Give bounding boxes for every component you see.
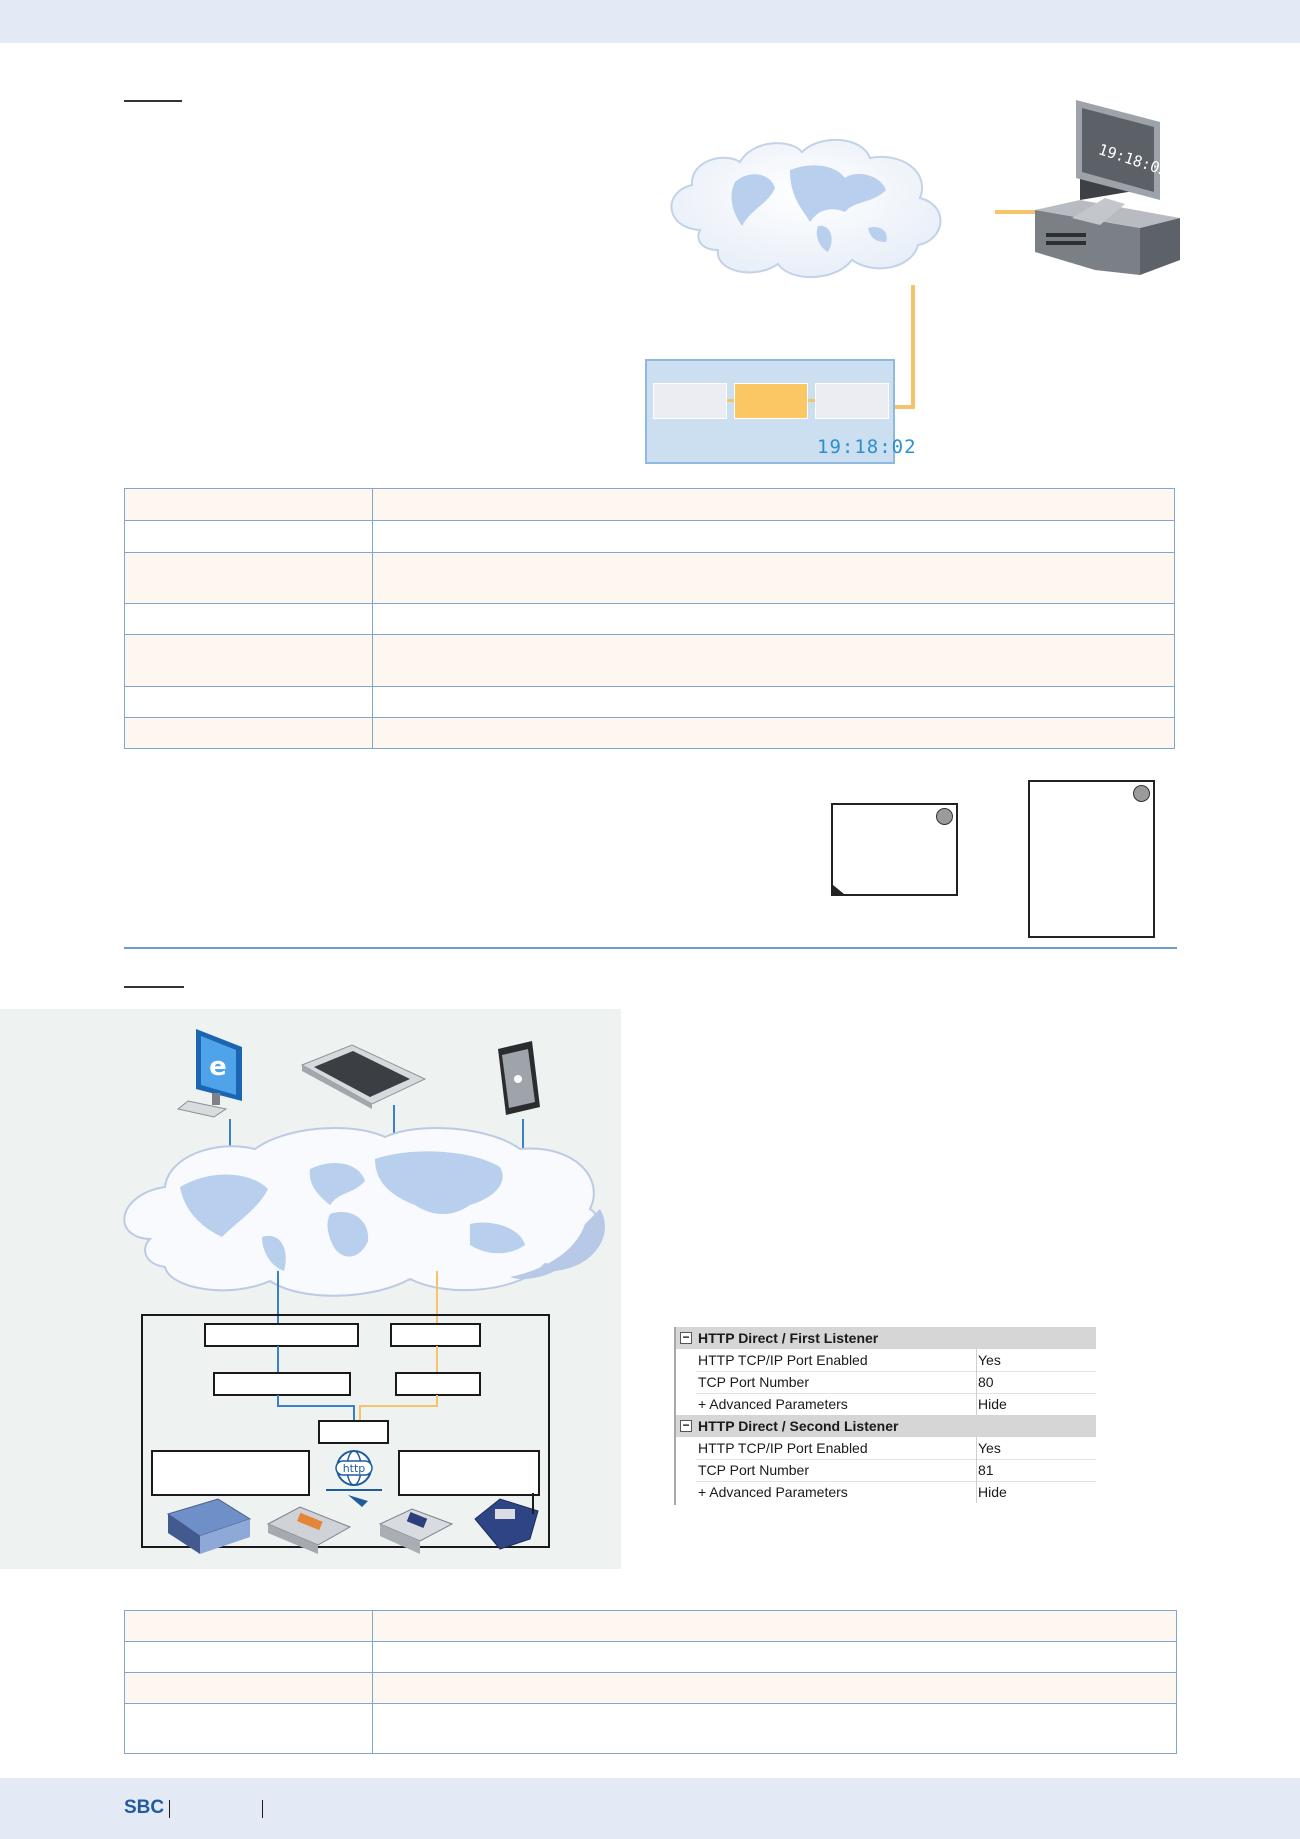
property-group-header[interactable]: − HTTP Direct / Second Listener: [676, 1415, 1096, 1437]
table-cell: [372, 1672, 1177, 1704]
table-cell: [372, 717, 1175, 749]
property-row[interactable]: + Advanced Parameters Hide: [676, 1393, 1096, 1415]
controller-icon: [166, 1498, 252, 1554]
property-value[interactable]: 81: [978, 1462, 994, 1478]
clock-sync-diagram: 19:18:02: [670, 100, 1180, 409]
footer-separator: [169, 1800, 170, 1818]
property-key: TCP Port Number: [698, 1462, 809, 1478]
property-key: TCP Port Number: [698, 1374, 809, 1390]
link-cloud-panel: [888, 285, 915, 409]
controller-panel: 19:18:02: [645, 359, 916, 464]
panel-block-center: [734, 383, 808, 419]
section-heading-rule: [124, 986, 184, 988]
property-key: + Advanced Parameters: [698, 1484, 848, 1500]
note-corner: [833, 885, 844, 894]
property-key: HTTP TCP/IP Port Enabled: [698, 1440, 868, 1456]
collapse-icon[interactable]: −: [680, 1331, 692, 1344]
panel-clock: 19:18:02: [817, 436, 917, 458]
table-cell: [372, 520, 1175, 553]
property-group-header[interactable]: − HTTP Direct / First Listener: [676, 1327, 1096, 1349]
collapse-icon[interactable]: −: [680, 1419, 692, 1432]
web-access-diagram: http e: [0, 1009, 621, 1569]
property-value[interactable]: Yes: [978, 1440, 1001, 1456]
table-cell: [124, 717, 373, 749]
table-cell: [124, 552, 373, 604]
panel-block-left: [653, 383, 727, 419]
section-heading-rule: [124, 100, 182, 102]
spec-table-2: [124, 1610, 1177, 1754]
panel-link-1: [727, 399, 734, 402]
internet-explorer-icon: e: [176, 1029, 242, 1118]
table-cell: [124, 1610, 373, 1642]
note-marker: [936, 808, 953, 825]
table-cell: [372, 686, 1175, 718]
panel-block-right: [815, 383, 889, 419]
tablet-icon: [498, 1041, 540, 1115]
table-cell: [124, 1703, 373, 1754]
table-cell: [372, 1610, 1177, 1642]
property-separator: [976, 1393, 977, 1415]
table-cell: [372, 488, 1175, 521]
property-separator: [976, 1437, 977, 1459]
note-box-tall: [1028, 780, 1155, 938]
table-cell: [124, 686, 373, 718]
property-group-title: HTTP Direct / First Listener: [698, 1330, 879, 1346]
property-separator: [976, 1349, 977, 1371]
property-separator: [976, 1481, 977, 1503]
controller-icon: [266, 1506, 352, 1554]
table-cell: [372, 1703, 1177, 1754]
computer-icon: 19:18:02: [1035, 100, 1180, 275]
spec-table-1: [124, 488, 1175, 749]
property-divider: [696, 1459, 1096, 1460]
globe-cloud-icon: [670, 139, 942, 278]
property-group-title: HTTP Direct / Second Listener: [698, 1418, 899, 1434]
table-cell: [124, 1672, 373, 1704]
property-row[interactable]: HTTP TCP/IP Port Enabled Yes: [676, 1349, 1096, 1371]
property-key: HTTP TCP/IP Port Enabled: [698, 1352, 868, 1368]
controller-icon: [378, 1508, 454, 1554]
footer-brand: SBC: [124, 1797, 165, 1818]
footer-separator: [262, 1800, 263, 1818]
property-row[interactable]: TCP Port Number 80: [676, 1371, 1096, 1393]
property-value[interactable]: 80: [978, 1374, 994, 1390]
property-value[interactable]: Yes: [978, 1352, 1001, 1368]
property-key: + Advanced Parameters: [698, 1396, 848, 1412]
table-cell: [372, 1641, 1177, 1673]
footer-band: [0, 1778, 1300, 1839]
property-divider: [696, 1371, 1096, 1372]
property-row[interactable]: TCP Port Number 81: [676, 1459, 1096, 1481]
table-cell: [372, 634, 1175, 687]
table-cell: [124, 1641, 373, 1673]
table-cell: [124, 603, 373, 635]
http-globe-icon: http: [326, 1450, 382, 1507]
property-divider: [696, 1481, 1096, 1482]
table-cell: [372, 603, 1175, 635]
property-separator: [976, 1371, 977, 1393]
touch-panel-icon: [300, 1044, 427, 1109]
property-grid: − HTTP Direct / First Listener HTTP TCP/…: [674, 1327, 1096, 1505]
property-separator: [976, 1459, 977, 1481]
panel-link-2: [808, 399, 815, 402]
note-marker: [1133, 785, 1150, 802]
globe-cloud-icon: [123, 1126, 605, 1297]
note-box-small: [831, 803, 958, 896]
table-cell: [372, 552, 1175, 604]
svg-text:e: e: [209, 1052, 227, 1082]
table-cell: [124, 634, 373, 687]
table-cell: [124, 488, 373, 521]
table-cell: [124, 520, 373, 553]
property-row[interactable]: HTTP TCP/IP Port Enabled Yes: [676, 1437, 1096, 1459]
controller-icon: [474, 1493, 539, 1550]
property-value[interactable]: Hide: [978, 1484, 1007, 1500]
section-divider: [124, 947, 1177, 949]
http-badge-label: http: [343, 1462, 366, 1475]
top-band: [0, 0, 1300, 43]
property-divider: [696, 1393, 1096, 1394]
property-value[interactable]: Hide: [978, 1396, 1007, 1412]
property-row[interactable]: + Advanced Parameters Hide: [676, 1481, 1096, 1503]
